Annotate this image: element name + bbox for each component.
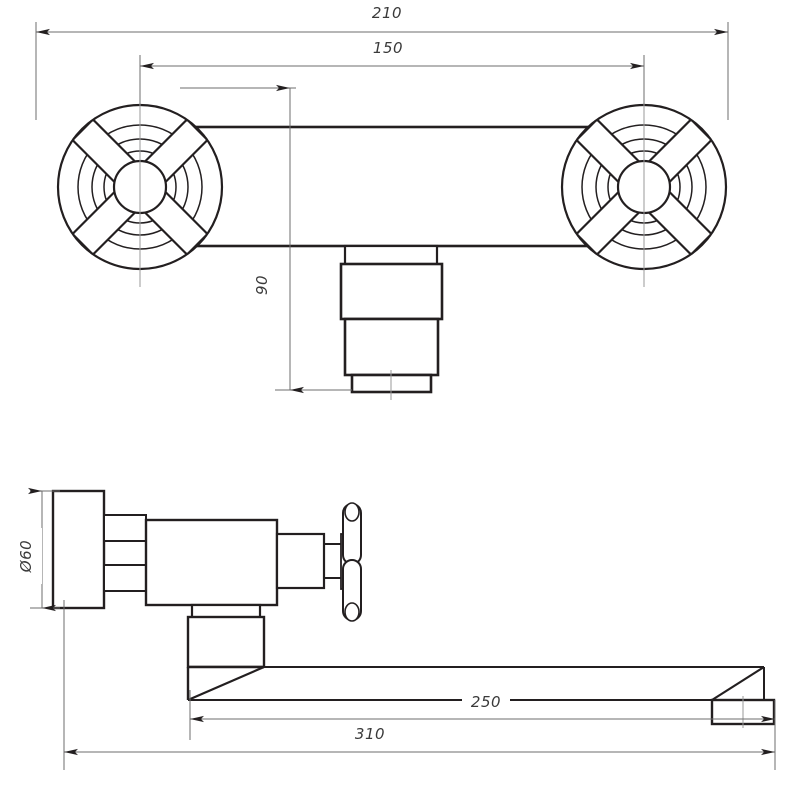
dimension-label-250: 250 [471, 693, 501, 711]
dimension-overall-depth: 310 [63, 600, 776, 770]
dimension-overall-width: 210 [35, 2, 729, 120]
valve-body [144, 518, 279, 607]
dimension-label-150: 150 [373, 39, 403, 57]
spout-assembly [339, 244, 444, 400]
centerlines-front [139, 90, 645, 287]
dimension-label-310: 310 [355, 725, 385, 743]
handle-side-profile[interactable] [342, 502, 362, 622]
dimension-label-90: 90 [253, 275, 271, 295]
valve-neck [103, 514, 147, 592]
dimension-spout-drop: 90 [180, 84, 352, 394]
dimension-spout-reach: 250 [189, 690, 776, 740]
stem-collar [275, 532, 326, 590]
spout-arm [186, 665, 765, 702]
side-view: Ø60 250 310 [17, 487, 776, 770]
spout-outlet [710, 696, 776, 728]
front-view: 210 150 90 [35, 2, 729, 400]
spout-riser [186, 603, 266, 669]
dimension-flange-diameter: Ø60 [17, 487, 60, 612]
dimension-center-distance: 150 [139, 37, 645, 104]
dimension-label-210: 210 [372, 4, 402, 22]
wall-flange [51, 489, 106, 610]
dimension-label-d60: Ø60 [17, 540, 35, 573]
